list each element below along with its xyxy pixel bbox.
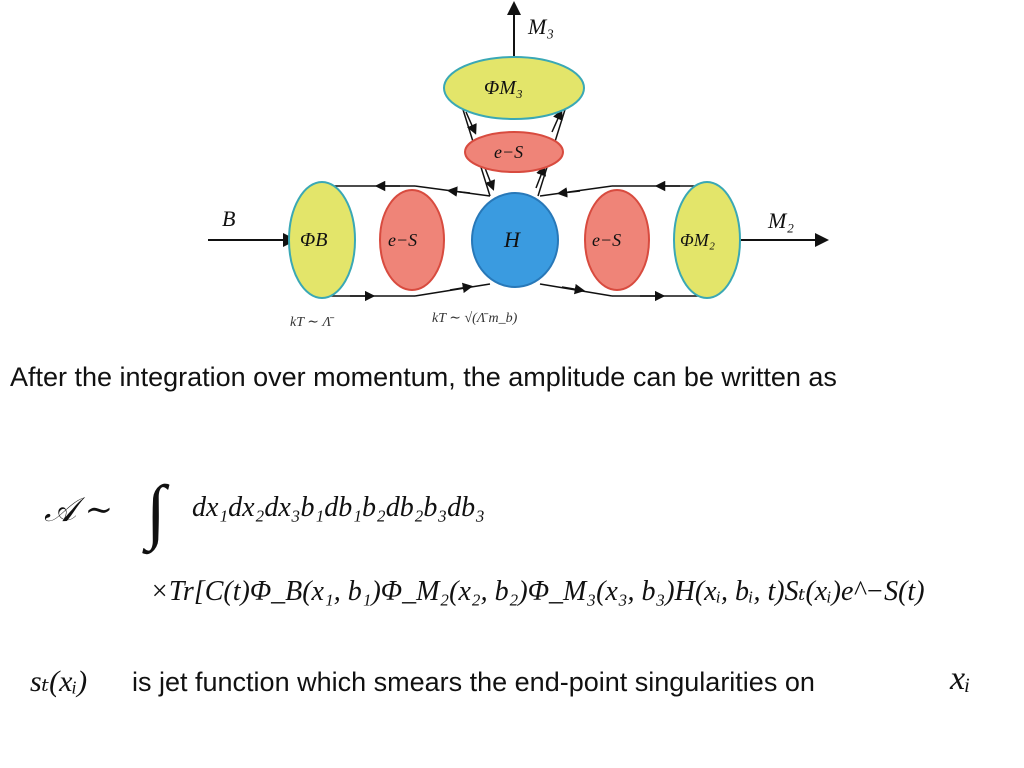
jet-function-symbol: sₜ(xᵢ) bbox=[30, 665, 88, 698]
label-b: B bbox=[222, 206, 235, 231]
label-m3: M₃ bbox=[527, 14, 554, 39]
phi-m3-blob bbox=[443, 56, 585, 120]
label-phi-b: ΦB bbox=[300, 229, 327, 251]
jet-function-sentence: is jet function which smears the end-poi… bbox=[132, 667, 815, 697]
label-es-top: e−S bbox=[494, 142, 523, 162]
feynman-diagram: M₃ B M₂ ΦM₃ e−S ΦB e−S H e−S ΦM₂ kT ∼ Λ̄… bbox=[208, 1, 829, 330]
intro-sentence: After the integration over momentum, the… bbox=[10, 362, 837, 392]
label-es-right: e−S bbox=[592, 230, 621, 250]
phi-m2-blob bbox=[673, 181, 741, 299]
hard-kernel-blob bbox=[471, 192, 559, 288]
phi-b-blob bbox=[288, 181, 356, 299]
measure-line: dx₁dx₂dx₃b₁db₁b₂db₂b₃db₃ bbox=[192, 492, 485, 523]
label-phi-m2: ΦM₂ bbox=[680, 230, 715, 250]
integral-sign: ∫ bbox=[146, 471, 166, 551]
label-m2: M₂ bbox=[767, 208, 794, 233]
label-phi-m3: ΦM₃ bbox=[484, 77, 523, 99]
label-kt-left: kT ∼ Λ̄ bbox=[290, 315, 335, 330]
amplitude-symbol: 𝒜 ∼ bbox=[44, 492, 114, 529]
x-i-symbol: xᵢ bbox=[950, 660, 971, 697]
soft-left-blob bbox=[379, 189, 445, 291]
label-h: H bbox=[503, 227, 521, 252]
soft-right-blob bbox=[584, 189, 650, 291]
soft-top-blob bbox=[464, 131, 564, 173]
integrand-line: ×Tr[C(t)Φ_B(x₁, b₁)Φ_M₂(x₂, b₂)Φ_M₃(x₃, … bbox=[150, 576, 925, 607]
label-kt-mid: kT ∼ √(Λ̄ m_b) bbox=[432, 311, 518, 326]
label-es-left: e−S bbox=[388, 230, 417, 250]
